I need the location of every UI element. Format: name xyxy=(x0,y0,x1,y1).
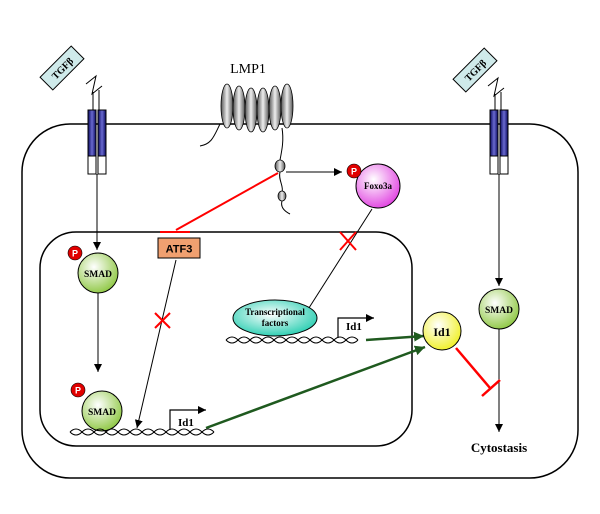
lower-gene-to-id1-arrow xyxy=(205,345,426,430)
id1-protein-node xyxy=(422,311,462,351)
lmp1-inhibits-atf3-line xyxy=(175,172,279,231)
phospho-foxo3a-label: P xyxy=(351,167,357,177)
atf3-node xyxy=(157,237,201,259)
atf3-block-cross xyxy=(154,312,171,329)
foxo3a-label: Foxo3a xyxy=(364,181,392,191)
lmp1-label: LMP1 xyxy=(230,62,266,77)
tf-label-line1: Transcriptional xyxy=(245,307,305,317)
id1-protein-label: Id1 xyxy=(433,325,450,339)
smad-right-label: SMAD xyxy=(485,306,513,316)
cell-membrane xyxy=(21,123,579,479)
tss-arrow-upper xyxy=(337,314,374,338)
ligand-binding-zigzag-left xyxy=(85,74,103,96)
smad-upper-label: SMAD xyxy=(84,270,112,280)
smad-lower-label: SMAD xyxy=(88,408,116,418)
smad-lower-node xyxy=(81,390,123,432)
id1-gene-lower-label: Id1 xyxy=(178,417,194,429)
cytostasis-label: Cytostasis xyxy=(471,440,527,455)
tss-arrow-lower xyxy=(169,406,206,430)
dna-strand-lower xyxy=(69,428,215,436)
atf3-to-id1-promoter-arrow xyxy=(134,259,177,429)
phospho-smad-upper-badge xyxy=(67,245,83,261)
id1-inhibits-cytostasis-line xyxy=(455,347,491,389)
nucleus xyxy=(39,231,413,447)
ligand-binding-zigzag-right xyxy=(487,76,505,98)
phospho-smad-lower-label: P xyxy=(75,386,81,396)
tgfb-ligand-right: TGFβ xyxy=(452,47,498,93)
phospho-smad-upper-label: P xyxy=(72,249,78,259)
id1-inhibition-bar xyxy=(481,379,501,397)
id1-gene-upper-label: Id1 xyxy=(346,321,362,333)
lmp1-protein xyxy=(199,83,294,215)
phospho-foxo3a-badge xyxy=(346,163,362,179)
foxo3a-block-cross xyxy=(339,231,357,251)
dna-strand-upper xyxy=(225,336,359,344)
foxo3a-node xyxy=(355,163,401,209)
tgfb-receptor-right xyxy=(489,109,509,175)
foxo3a-to-tf-arrow xyxy=(299,208,373,323)
transcriptional-factors-node xyxy=(232,299,318,337)
tgfb-ligand-left: TGFβ xyxy=(39,45,85,91)
tgfb-receptor-left xyxy=(87,109,107,175)
tf-label-line2: factors xyxy=(262,318,289,328)
upper-gene-to-id1-arrow xyxy=(365,331,425,342)
phospho-smad-lower-badge xyxy=(70,382,86,398)
atf3-label: ATF3 xyxy=(166,244,193,256)
